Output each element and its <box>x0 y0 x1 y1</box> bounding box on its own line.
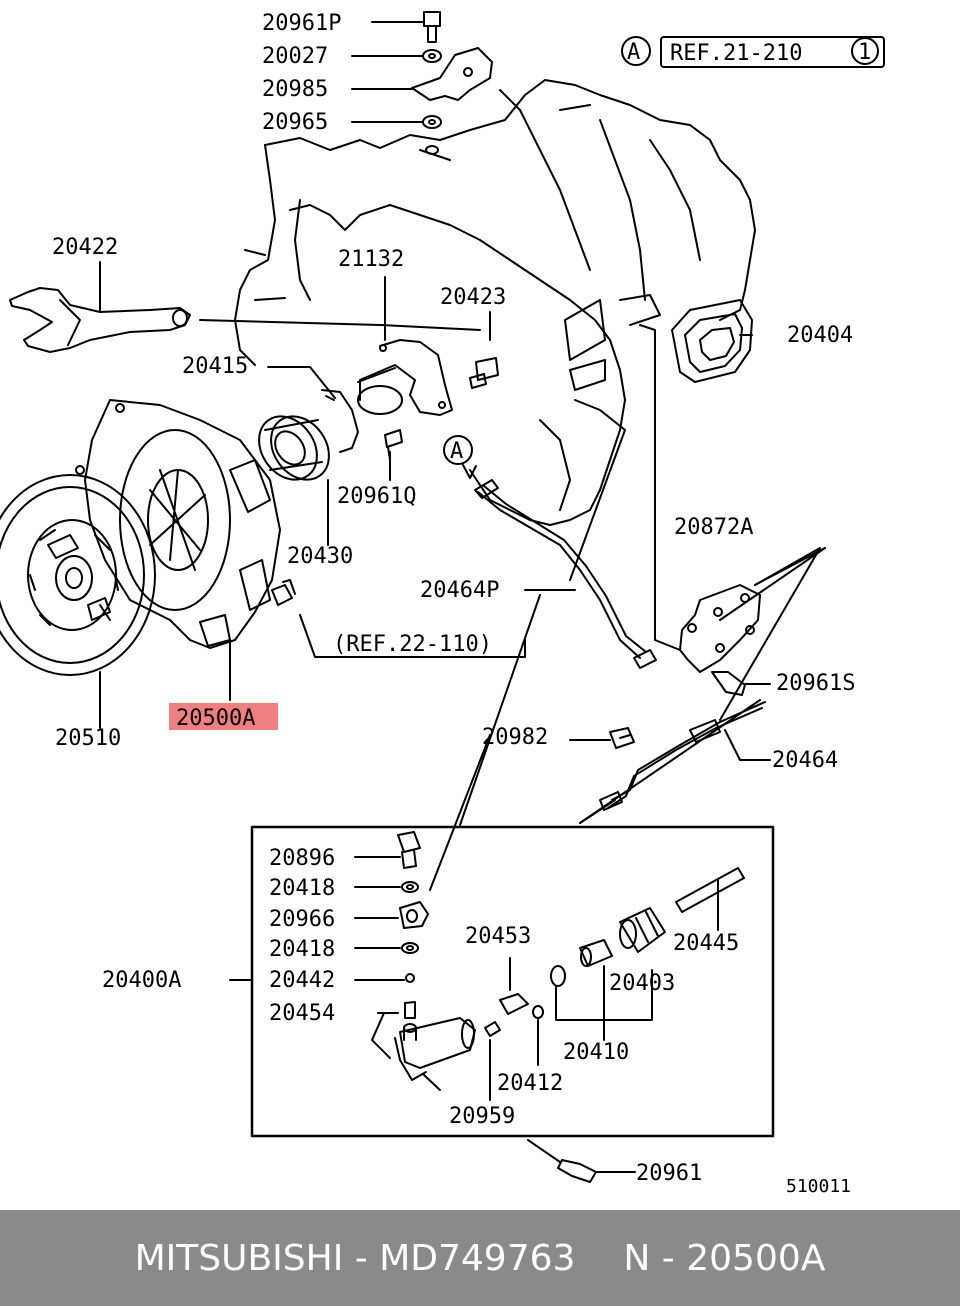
part-label-20430: 20430 <box>287 544 353 569</box>
part-label-20454: 20454 <box>269 1001 335 1026</box>
part-label-20412: 20412 <box>497 1071 563 1096</box>
part-label-20410: 20410 <box>563 1040 629 1065</box>
part-label-20027: 20027 <box>262 44 328 69</box>
ref-21-210-badge: A REF.21-210 1 <box>621 36 885 68</box>
marker-a2-label: A <box>450 439 463 464</box>
part-label-20500A: 20500A <box>176 706 255 731</box>
footer-ref-number: N - 20500A <box>623 1237 826 1279</box>
boot-drawing <box>671 299 753 383</box>
part-label-21132: 21132 <box>338 247 404 272</box>
part-label-20961Q: 20961Q <box>337 484 416 509</box>
master-cylinder-box <box>250 825 775 1138</box>
part-label-20959: 20959 <box>449 1104 515 1129</box>
ref-pin-drawing <box>271 579 296 606</box>
footer-bar: MITSUBISHI - MD749763 N - 20500A <box>0 1210 960 1306</box>
exploded-view-drawing: A REF.21-210 1 A (REF.22-110) 20961P 200… <box>0 11 885 1197</box>
bolt-s-drawing <box>711 671 746 696</box>
part-label-20400A: 20400A <box>102 968 181 993</box>
part-label-20966: 20966 <box>269 907 335 932</box>
part-label-20464P: 20464P <box>420 578 499 603</box>
release-bearing-drawing <box>258 415 330 481</box>
part-label-20982: 20982 <box>482 725 548 750</box>
part-label-20896: 20896 <box>269 846 335 871</box>
part-label-20415: 20415 <box>182 354 248 379</box>
release-fork-drawing <box>9 287 191 353</box>
part-label-20442: 20442 <box>269 968 335 993</box>
clutch-pipe-lower-drawing <box>599 701 766 811</box>
part-label-20872A: 20872A <box>674 515 753 540</box>
spring-clip-drawing <box>321 389 359 453</box>
master-cylinder-kit-drawing <box>229 831 745 1101</box>
footer-part-info: MITSUBISHI - MD749763 <box>134 1237 576 1279</box>
part-label-20961P: 20961P <box>262 11 341 36</box>
part-label-20418-a: 20418 <box>269 876 335 901</box>
bolt-q-drawing <box>384 429 403 461</box>
part-label-20985: 20985 <box>262 77 328 102</box>
leader-lines <box>99 21 826 891</box>
ref-21-210-number: 1 <box>858 40 871 65</box>
part-label-20965: 20965 <box>262 110 328 135</box>
ref-22-110-label: (REF.22-110) <box>333 632 492 657</box>
bracket-drawing <box>679 584 761 673</box>
marker-a-label: A <box>627 40 640 65</box>
stud-drawing <box>469 357 499 389</box>
part-label-20464: 20464 <box>772 748 838 773</box>
ref-21-210-label: REF.21-210 <box>670 41 802 66</box>
part-label-20961: 20961 <box>636 1161 702 1186</box>
highlight-box <box>169 703 278 730</box>
clutch-pipe-upper-drawing <box>474 479 657 669</box>
transmission-housing-drawing <box>234 79 756 526</box>
marker-arrow-drawing <box>462 464 477 479</box>
part-label-20961S: 20961S <box>776 671 855 696</box>
part-label-20422: 20422 <box>52 235 118 260</box>
part-label-20403: 20403 <box>609 971 675 996</box>
part-label-20418-b: 20418 <box>269 937 335 962</box>
bottom-bolt-drawing <box>527 1139 636 1183</box>
part-label-20423: 20423 <box>440 285 506 310</box>
part-label-20453: 20453 <box>465 924 531 949</box>
bearing-guide-drawing <box>357 339 453 416</box>
part-label-20404: 20404 <box>787 323 853 348</box>
clutch-disc-drawing <box>0 474 156 676</box>
diagram-code: 510011 <box>786 1176 851 1197</box>
part-label-20445: 20445 <box>673 931 739 956</box>
bolt-stack-drawing <box>411 11 493 155</box>
part-labels: 20961P 20027 20985 20965 20422 21132 204… <box>52 11 855 1197</box>
marker-a-circle: A <box>443 435 473 465</box>
part-label-20510: 20510 <box>55 726 121 751</box>
pressure-plate-drawing <box>75 399 281 649</box>
pipe-clip-drawing <box>609 727 635 749</box>
